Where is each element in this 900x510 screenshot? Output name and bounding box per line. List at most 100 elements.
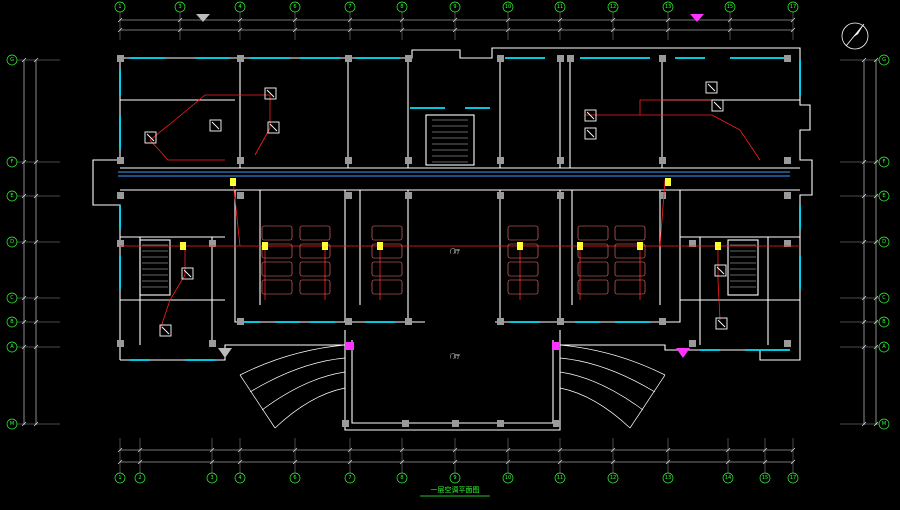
room-label-lobby-outer: 门厅 [450, 353, 460, 360]
axis-bubble-bottom-15: 15 [759, 472, 771, 484]
svg-text:8: 8 [400, 4, 403, 10]
svg-text:3: 3 [178, 4, 181, 10]
axis-bubble-bottom-7: 7 [344, 472, 356, 484]
svg-text:14: 14 [725, 475, 731, 481]
svg-text:4: 4 [238, 475, 241, 481]
corridor-duct [118, 171, 790, 177]
equipment-tags [180, 178, 721, 250]
svg-text:10: 10 [505, 4, 511, 10]
svg-text:C: C [10, 295, 14, 301]
axis-bubble-top-12: 12 [607, 1, 619, 13]
svg-text:G: G [882, 57, 886, 63]
svg-text:9: 9 [453, 4, 456, 10]
svg-text:F: F [11, 159, 14, 165]
room-label-lobby-inner: 门厅 [450, 248, 460, 255]
svg-text:15: 15 [727, 4, 733, 10]
svg-text:3: 3 [210, 475, 213, 481]
svg-text:M: M [10, 421, 14, 427]
svg-text:C: C [882, 295, 886, 301]
axis-bubble-bottom-3: 3 [206, 472, 218, 484]
axis-bubble-bottom-11: 11 [554, 472, 566, 484]
axis-bubble-right-G: G [878, 54, 890, 66]
axis-bubble-bottom-9: 9 [449, 472, 461, 484]
axis-bubble-left-M: M [6, 418, 18, 430]
svg-text:6: 6 [293, 4, 296, 10]
drawing-title: 一层空调平面图 [431, 485, 480, 494]
axis-bubble-right-B: B [878, 316, 890, 328]
axis-bubble-top-4: 4 [234, 1, 246, 13]
axis-bubble-top-11: 11 [554, 1, 566, 13]
axis-bubble-left-B: B [6, 316, 18, 328]
svg-text:B: B [10, 319, 14, 325]
axis-extension-lines [17, 12, 879, 473]
axis-bubble-left-E: E [6, 190, 18, 202]
svg-text:B: B [882, 319, 886, 325]
svg-text:9: 9 [453, 475, 456, 481]
axis-bubble-bottom-13: 13 [662, 472, 674, 484]
svg-text:13: 13 [665, 475, 671, 481]
stair-treads [142, 119, 756, 288]
axis-bubble-top-13: 13 [662, 1, 674, 13]
svg-text:12: 12 [610, 475, 616, 481]
svg-text:D: D [10, 239, 14, 245]
axis-bubble-top-7: 7 [344, 1, 356, 13]
svg-text:7: 7 [348, 4, 351, 10]
axis-bubble-top-6: 6 [289, 1, 301, 13]
dimension-lines [23, 19, 877, 463]
axis-bubble-bottom-14: 14 [722, 472, 734, 484]
axis-bubble-top-9: 9 [449, 1, 461, 13]
dimension-ticks [21, 17, 879, 465]
north-arrow-icon [841, 22, 869, 50]
axis-bubble-top-15: 15 [724, 1, 736, 13]
axis-bubble-right-A: A [878, 341, 890, 353]
axis-bubble-top-8: 8 [396, 1, 408, 13]
svg-text:E: E [10, 193, 13, 199]
columns [117, 55, 791, 427]
svg-text:10: 10 [505, 475, 511, 481]
axis-bubble-top-3: 3 [174, 1, 186, 13]
axis-bubble-left-F: F [6, 156, 18, 168]
svg-text:13: 13 [665, 4, 671, 10]
axis-bubble-top-10: 10 [502, 1, 514, 13]
svg-text:1: 1 [118, 475, 121, 481]
axis-bubble-left-D: D [6, 236, 18, 248]
axis-bubble-bottom-10: 10 [502, 472, 514, 484]
svg-text:M: M [882, 421, 886, 427]
axis-bubble-bottom-4: 4 [234, 472, 246, 484]
indoor-unit-icon [144, 81, 728, 337]
axis-bubble-top-1: 1 [114, 1, 126, 13]
entrance-markers [196, 14, 704, 358]
axis-bubble-right-C: C [878, 292, 890, 304]
svg-text:G: G [10, 57, 14, 63]
axis-bubble-left-C: C [6, 292, 18, 304]
svg-text:17: 17 [790, 475, 796, 481]
svg-text:E: E [882, 193, 885, 199]
axis-bubble-bottom-1: 1 [114, 472, 126, 484]
axis-bubble-top-17: 17 [787, 1, 799, 13]
svg-text:4: 4 [238, 4, 241, 10]
svg-text:8: 8 [400, 475, 403, 481]
svg-text:D: D [882, 239, 886, 245]
svg-text:2: 2 [138, 475, 141, 481]
axis-bubble-right-F: F [878, 156, 890, 168]
axis-bubble-bottom-12: 12 [607, 472, 619, 484]
svg-text:1: 1 [118, 4, 121, 10]
axis-bubble-bottom-8: 8 [396, 472, 408, 484]
svg-text:17: 17 [790, 4, 796, 10]
building-walls [92, 47, 813, 431]
axis-bubble-right-M: M [878, 418, 890, 430]
svg-text:F: F [883, 159, 886, 165]
axis-bubble-bottom-17: 17 [787, 472, 799, 484]
entrance-steps [239, 344, 666, 429]
svg-text:7: 7 [348, 475, 351, 481]
axis-bubble-right-D: D [878, 236, 890, 248]
windows [119, 57, 801, 361]
svg-text:A: A [882, 344, 886, 350]
svg-text:11: 11 [557, 475, 563, 481]
axis-bubble-left-A: A [6, 341, 18, 353]
svg-text:12: 12 [610, 4, 616, 10]
refrigerant-piping [120, 94, 800, 331]
axis-bubble-bottom-2: 2 [134, 472, 146, 484]
